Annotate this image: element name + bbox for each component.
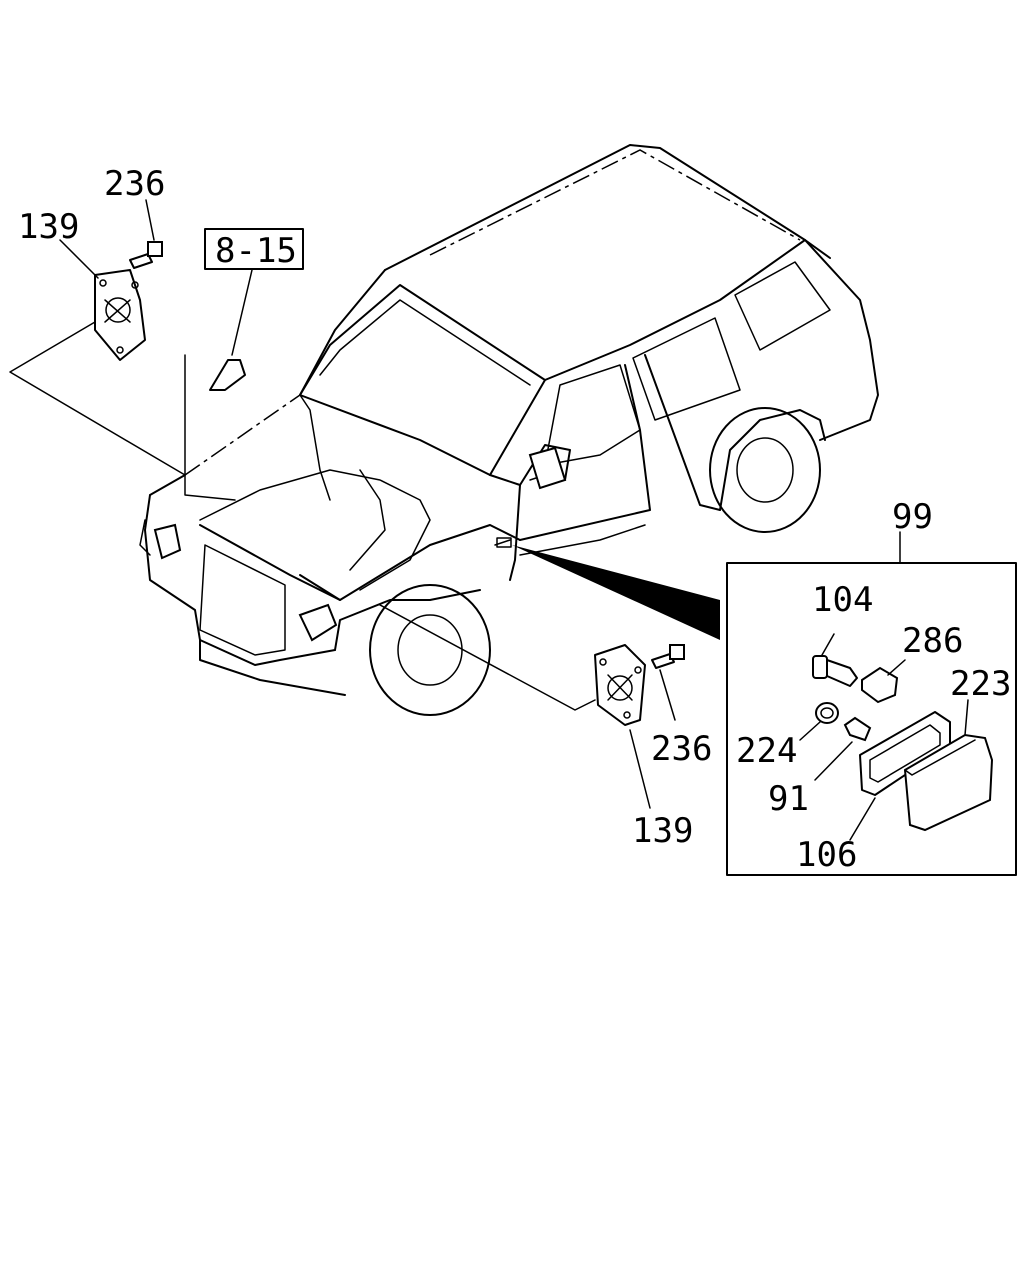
leader-236-front (659, 669, 676, 721)
bracket-top-left (94, 269, 146, 361)
socket-224 (799, 702, 839, 741)
callout-223: 223 (950, 664, 1011, 704)
clip-286 (861, 659, 906, 704)
ref-box-8-15 (204, 228, 304, 391)
leader-236-top (145, 199, 155, 241)
vehicle-illustration (139, 144, 879, 716)
callout-139-top: 139 (18, 207, 79, 247)
leader-ref-to-vehicle (184, 354, 236, 501)
bolt-top-left (129, 241, 163, 269)
screw-104 (812, 633, 858, 687)
callout-99: 99 (892, 497, 933, 537)
bolt-front (651, 644, 685, 669)
callout-91: 91 (768, 779, 809, 819)
bulb-91 (814, 716, 872, 781)
leader-139-top (59, 239, 99, 279)
callout-106: 106 (796, 835, 857, 875)
callout-104: 104 (812, 580, 873, 620)
callout-labels: 236 139 8-15 99 104 286 223 224 91 106 2… (18, 164, 1011, 875)
callout-8-15: 8-15 (215, 231, 297, 271)
callout-286: 286 (902, 621, 963, 661)
callout-224: 224 (736, 731, 797, 771)
lens-223 (903, 699, 994, 832)
callout-139-front: 139 (632, 811, 693, 851)
assembly-box-99 (726, 531, 1017, 876)
callout-236-top: 236 (104, 164, 165, 204)
callout-236-front: 236 (651, 729, 712, 769)
leader-bracket-to-vehicle (9, 321, 186, 476)
leader-139-front (629, 729, 651, 809)
bracket-front (594, 644, 646, 726)
leader-front-bracket-to-vehicle (379, 604, 596, 711)
detail-pointer (512, 545, 720, 640)
